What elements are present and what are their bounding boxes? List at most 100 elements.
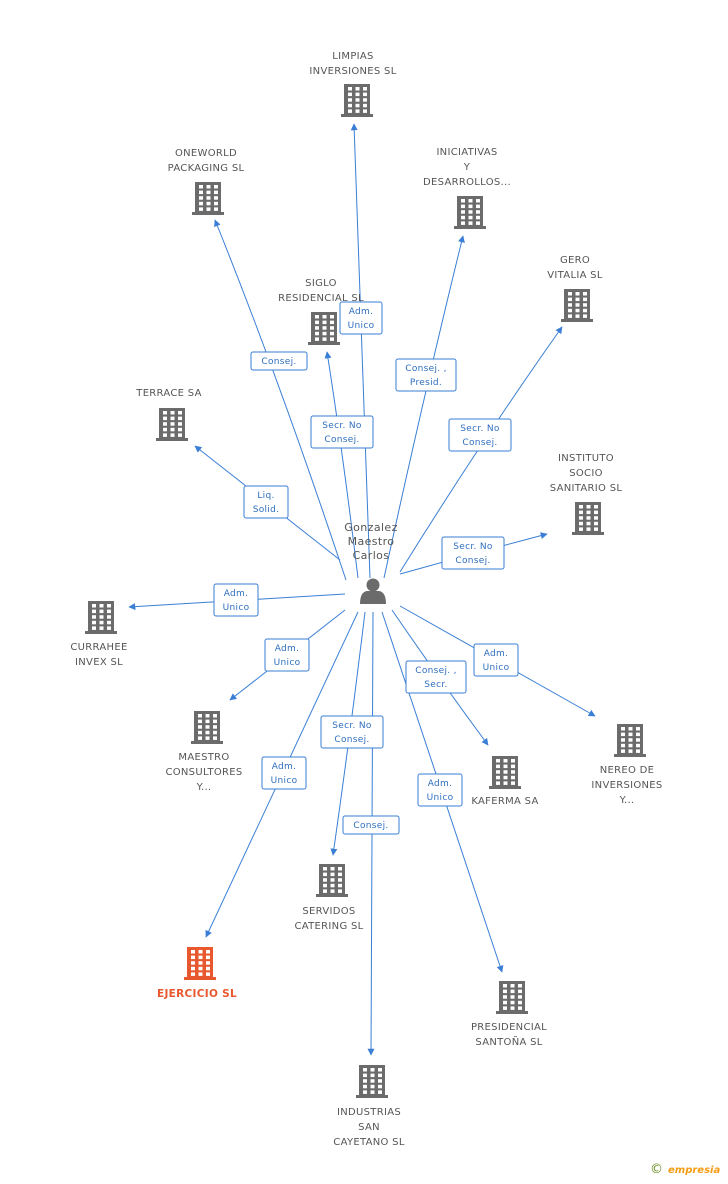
company-name: CURRAHEE [70, 642, 127, 653]
building-icon [192, 182, 224, 215]
building-icon [356, 1065, 388, 1098]
relation-label-servidos[interactable]: Secr. No Consej. [320, 715, 384, 749]
company-node-servidos[interactable]: SERVIDOS CATERING SL [295, 864, 364, 932]
edge-iniciativas [383, 235, 465, 579]
building-icon [184, 947, 216, 980]
footer-brand[interactable]: © empresia [650, 1162, 720, 1177]
person-name: Maestro [348, 535, 395, 548]
person-name: Gonzalez [344, 521, 398, 534]
building-icon [561, 289, 593, 322]
brand-logo-text: empresia [668, 1165, 720, 1176]
company-name: INDUSTRIAS [337, 1107, 401, 1118]
relation-text: Unico [348, 321, 375, 331]
relation-text: Secr. No [453, 542, 493, 552]
relation-text: Secr. No [322, 421, 362, 431]
company-node-nereo[interactable]: NEREO DE INVERSIONES Y... [591, 724, 662, 806]
relation-text: Consej. , [405, 364, 447, 374]
relation-text: Adm. [272, 762, 297, 772]
building-icon [489, 756, 521, 789]
building-icon [191, 711, 223, 744]
company-node-iniciativas[interactable]: INICIATIVAS Y DESARROLLOS... [423, 147, 511, 229]
relation-label-kaferma[interactable]: Consej. , Secr. [405, 660, 467, 694]
company-name: Y... [619, 795, 635, 806]
relation-text: Secr. No [332, 721, 372, 731]
building-icon [454, 196, 486, 229]
relation-text: Consej. [455, 556, 490, 566]
company-name: VITALIA SL [547, 270, 603, 281]
building-icon [341, 84, 373, 117]
relation-text: Adm. [275, 644, 300, 654]
relation-text: Unico [274, 658, 301, 668]
relation-text: Solid. [253, 505, 280, 515]
relation-label-terrace[interactable]: Liq. Solid. [243, 485, 289, 519]
company-node-kaferma[interactable]: KAFERMA SA [471, 756, 538, 807]
building-icon [316, 864, 348, 897]
relation-text: Secr. No [460, 424, 500, 434]
company-name: EJERCICIO SL [157, 988, 237, 1000]
company-node-currahee[interactable]: CURRAHEE INVEX SL [70, 601, 127, 668]
company-name: INVERSIONES [591, 780, 662, 791]
relation-label-maestro[interactable]: Adm. Unico [264, 638, 310, 672]
company-name: PACKAGING SL [168, 163, 245, 174]
edge-oneworld [214, 219, 347, 581]
relation-text: Presid. [410, 378, 442, 388]
relation-label-oneworld[interactable]: Consej. [250, 351, 308, 371]
relation-text: Adm. [484, 649, 509, 659]
copyright-symbol: © [650, 1162, 663, 1177]
building-icon [156, 408, 188, 441]
company-name: SIGLO [305, 278, 337, 289]
relation-label-industrias[interactable]: Consej. [342, 815, 400, 835]
relation-label-nereo[interactable]: Adm. Unico [473, 643, 519, 677]
edges-layer [128, 123, 596, 1056]
relation-text: Unico [427, 793, 454, 803]
relation-text: Consej. [324, 435, 359, 445]
company-name: CATERING SL [295, 921, 364, 932]
building-icon [85, 601, 117, 634]
edge-siglo [324, 351, 359, 579]
relation-label-iniciativas[interactable]: Consej. , Presid. [395, 358, 457, 392]
relation-text: Liq. [257, 491, 274, 501]
company-node-ejercicio[interactable]: EJERCICIO SL [157, 947, 237, 1000]
building-icon [572, 502, 604, 535]
company-name: KAFERMA SA [471, 796, 538, 807]
relation-label-presidencial[interactable]: Adm.Unico [417, 773, 463, 807]
relation-label-currahee[interactable]: Adm.Unico [213, 583, 259, 617]
company-node-maestro[interactable]: MAESTROCONSULTORESY... [165, 711, 242, 793]
company-name: SERVIDOS [302, 906, 355, 917]
company-name: SAN [358, 1122, 380, 1133]
relation-text: Consej. , [415, 666, 457, 676]
relation-text: Unico [223, 603, 250, 613]
relation-text: Secr. [424, 680, 447, 690]
relation-text: Consej. [261, 357, 296, 367]
company-name: SOCIO [569, 468, 603, 479]
company-name: INVEX SL [75, 657, 123, 668]
relation-text: Unico [483, 663, 510, 673]
company-name: INICIATIVAS [436, 147, 497, 158]
company-name: Y [463, 162, 471, 173]
company-node-terrace[interactable]: TERRACE SA [135, 388, 201, 441]
relation-label-siglo[interactable]: Secr. No Consej. [310, 415, 374, 449]
relation-text: Unico [271, 776, 298, 786]
company-name: INVERSIONES SL [309, 66, 396, 77]
company-name: NEREO DE [600, 765, 655, 776]
company-name: DESARROLLOS... [423, 177, 511, 188]
relation-label-instituto[interactable]: Secr. No Consej. [441, 536, 505, 570]
edge-limpias [350, 123, 371, 579]
company-name: CAYETANO SL [333, 1137, 405, 1148]
company-node-industrias[interactable]: INDUSTRIAS SAN CAYETANO SL [333, 1065, 405, 1148]
company-name: SANITARIO SL [550, 483, 623, 494]
relation-text: Consej. [334, 735, 369, 745]
building-icon [614, 724, 646, 757]
relation-label-ejercicio[interactable]: Adm. Unico [261, 756, 307, 790]
relation-label-limpias[interactable]: Adm.Unico [339, 301, 383, 335]
